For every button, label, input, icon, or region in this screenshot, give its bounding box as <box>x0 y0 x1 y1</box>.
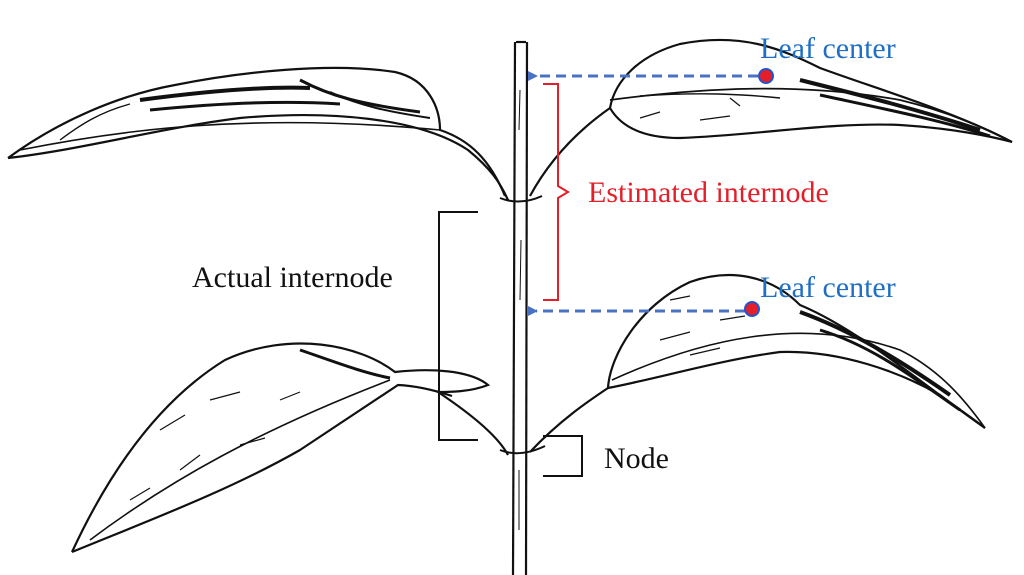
leaf-upper-right <box>529 38 1013 197</box>
leaf-center-marker-top <box>758 68 774 84</box>
node-bracket <box>543 435 583 477</box>
leaf-upper-left <box>7 66 510 201</box>
leaf-center-label-bottom: Leaf center <box>760 271 896 304</box>
actual-internode-label: Actual internode <box>192 261 393 294</box>
estimated-internode-bracket <box>543 83 570 301</box>
leaf-lower-left <box>71 342 509 554</box>
leaf-lower-right <box>529 273 986 453</box>
leaf-center-marker-bottom <box>744 301 760 317</box>
actual-internode-bracket <box>438 211 478 441</box>
estimated-internode-label: Estimated internode <box>588 176 829 209</box>
node-label: Node <box>604 442 669 475</box>
stem <box>499 40 546 575</box>
leaf-center-label-top: Leaf center <box>760 32 896 65</box>
